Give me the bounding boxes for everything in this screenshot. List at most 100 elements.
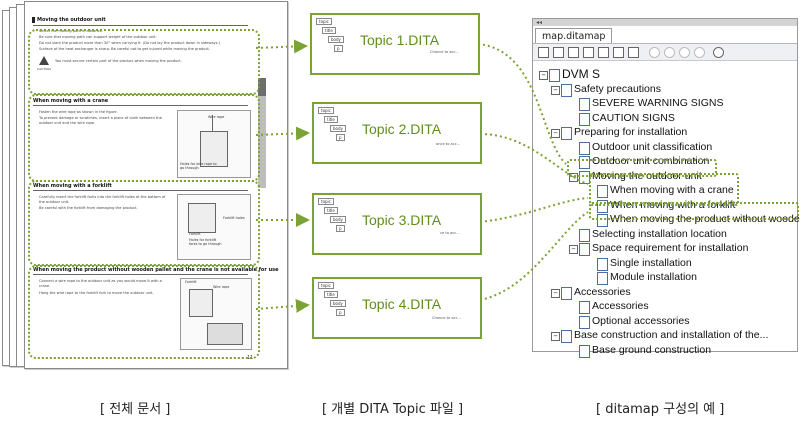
tree-item[interactable]: Outdoor unit combination bbox=[592, 155, 710, 167]
tag-topic: topic bbox=[318, 282, 334, 289]
tree-toggle-icon[interactable]: − bbox=[569, 245, 578, 254]
tag-body: body bbox=[330, 216, 346, 223]
tree-item[interactable]: Selecting installation location bbox=[592, 227, 727, 240]
label-holes: Holes for wire rope to go through bbox=[180, 162, 217, 170]
tag-title: title bbox=[324, 116, 338, 123]
new-topic-icon[interactable] bbox=[583, 47, 594, 58]
tree-item[interactable]: Single installation bbox=[610, 256, 692, 269]
tag-p: p bbox=[336, 309, 345, 316]
topic-file-1: topic title body p Topic 1.DITA Chance t… bbox=[310, 13, 480, 75]
topic-label: Topic 2.DITA bbox=[362, 121, 442, 137]
topic-file-icon bbox=[579, 315, 590, 329]
topic-file-icon bbox=[597, 214, 608, 227]
tree-item[interactable]: Space requirement for installation bbox=[592, 242, 749, 254]
topic-file-icon bbox=[597, 185, 608, 198]
move-down-icon[interactable] bbox=[664, 47, 675, 58]
text-line: Surface of the heat exchanger is sharp. … bbox=[39, 47, 210, 51]
caution-label: CAUTION bbox=[37, 67, 51, 71]
section-title-crane: When moving with a crane bbox=[33, 98, 109, 104]
caption-topic-files: [ 개별 DITA Topic 파일 ] bbox=[322, 402, 464, 417]
topic-file-icon bbox=[579, 344, 590, 358]
move-up-icon[interactable] bbox=[649, 47, 660, 58]
doc-highlight-1 bbox=[28, 29, 260, 95]
collapse-icon[interactable]: ◂◂ bbox=[536, 19, 543, 26]
save-icon[interactable] bbox=[553, 47, 564, 58]
text-line: Fasten the wire rope as shown in the fig… bbox=[39, 110, 118, 114]
tree-toggle-icon[interactable]: − bbox=[551, 85, 560, 95]
tree-item[interactable]: Module installation bbox=[610, 271, 697, 283]
crane-illustration bbox=[177, 110, 251, 178]
validate-icon[interactable] bbox=[628, 47, 639, 58]
tree-item[interactable]: SEVERE WARNING SIGNS bbox=[592, 97, 724, 109]
topic-file-icon bbox=[561, 83, 572, 97]
label-wire-rope: Wire rope bbox=[213, 285, 230, 289]
topic-file-icon bbox=[579, 228, 590, 242]
doc-highlight-3 bbox=[28, 180, 260, 266]
topic-file-icon bbox=[561, 330, 572, 343]
tree-item[interactable]: Optional accessories bbox=[592, 314, 690, 327]
tree-item[interactable]: Safety precautions bbox=[574, 82, 661, 95]
caption-ditamap-example: [ ditamap 구성의 예 ] bbox=[596, 402, 725, 417]
text-line: Be careful with the forklift from damagi… bbox=[39, 206, 138, 210]
label-forklift: Forklift bbox=[189, 232, 201, 236]
tree-item[interactable]: Outdoor unit classification bbox=[592, 140, 713, 153]
section-rule bbox=[33, 190, 248, 191]
topic-file-icon bbox=[579, 243, 590, 256]
tab-map-ditamap[interactable]: map.ditamap bbox=[535, 28, 613, 44]
no-pallet-illustration bbox=[180, 278, 252, 350]
section-rule bbox=[33, 25, 248, 26]
caution-icon bbox=[39, 56, 49, 65]
properties-icon[interactable] bbox=[613, 47, 624, 58]
topic-file-icon bbox=[561, 127, 572, 140]
tag-p: p bbox=[336, 134, 345, 141]
label-forklift: Forklift bbox=[185, 280, 197, 284]
topic-note: ce to acc... bbox=[440, 231, 460, 235]
tag-p: p bbox=[336, 225, 345, 232]
section-rule bbox=[33, 105, 248, 106]
tag-body: body bbox=[330, 125, 346, 132]
open-map-icon[interactable] bbox=[538, 47, 549, 58]
text-line: Hang the wire rope to the forklift fork … bbox=[39, 291, 154, 295]
section-rule bbox=[33, 274, 248, 275]
text-line: Carefully insert the forklift forks into… bbox=[39, 195, 166, 204]
tree-item[interactable]: CAUTION SIGNS bbox=[592, 111, 675, 124]
tree-toggle-icon[interactable]: − bbox=[539, 71, 548, 80]
topic-label: Topic 1.DITA bbox=[360, 32, 440, 48]
tree-toggle-icon[interactable]: − bbox=[551, 129, 560, 138]
topic-file-icon bbox=[579, 98, 590, 111]
section-title-no-pallet: When moving the product without wooden p… bbox=[33, 267, 279, 273]
tag-body: body bbox=[328, 36, 344, 43]
tag-body: body bbox=[330, 300, 346, 307]
caption-full-document: [ 전체 문서 ] bbox=[100, 402, 171, 417]
topic-file-icon bbox=[579, 301, 590, 314]
ditamap-panel: ◂◂ map.ditamap −DVM S−Safety precautions… bbox=[532, 18, 800, 358]
text-line: Select the moving path in advance. bbox=[39, 29, 103, 33]
close-map-icon[interactable] bbox=[568, 47, 579, 58]
tree-item[interactable]: Preparing for installation bbox=[574, 126, 688, 138]
text-line: Be sure that moving path can support wei… bbox=[39, 35, 157, 39]
tree-toggle-icon[interactable]: − bbox=[551, 288, 560, 298]
tree-item[interactable]: Base ground construction bbox=[592, 343, 712, 356]
topic-file-icon bbox=[579, 112, 590, 126]
tree-item[interactable]: DVM S bbox=[562, 67, 601, 81]
topic-file-icon bbox=[579, 141, 590, 155]
topic-label: Topic 3.DITA bbox=[362, 212, 442, 228]
tree-item[interactable]: Accessories bbox=[592, 300, 649, 312]
move-left-icon[interactable] bbox=[679, 47, 690, 58]
topic-file-2: topic title body p Topic 2.DITA ance to … bbox=[312, 102, 482, 164]
topic-note: Chance to acc... bbox=[432, 316, 461, 320]
tree-item[interactable]: When moving with a crane bbox=[610, 184, 734, 196]
tree-item[interactable]: Accessories bbox=[574, 285, 631, 298]
map-root-icon bbox=[549, 69, 560, 82]
search-icon[interactable] bbox=[713, 47, 724, 58]
tag-p: p bbox=[334, 45, 343, 52]
text-line: Connect a wire rope to the outdoor unit … bbox=[39, 279, 162, 288]
insert-topicref-icon[interactable] bbox=[598, 47, 609, 58]
topic-note: ance to acc... bbox=[436, 142, 461, 146]
tree-toggle-icon[interactable]: − bbox=[551, 332, 560, 341]
topic-note: Chance to acc... bbox=[430, 50, 459, 54]
topic-file-icon bbox=[597, 199, 608, 213]
tag-topic: topic bbox=[318, 198, 334, 205]
tree-item[interactable]: Base construction and installation of th… bbox=[574, 329, 769, 341]
move-right-icon[interactable] bbox=[694, 47, 705, 58]
